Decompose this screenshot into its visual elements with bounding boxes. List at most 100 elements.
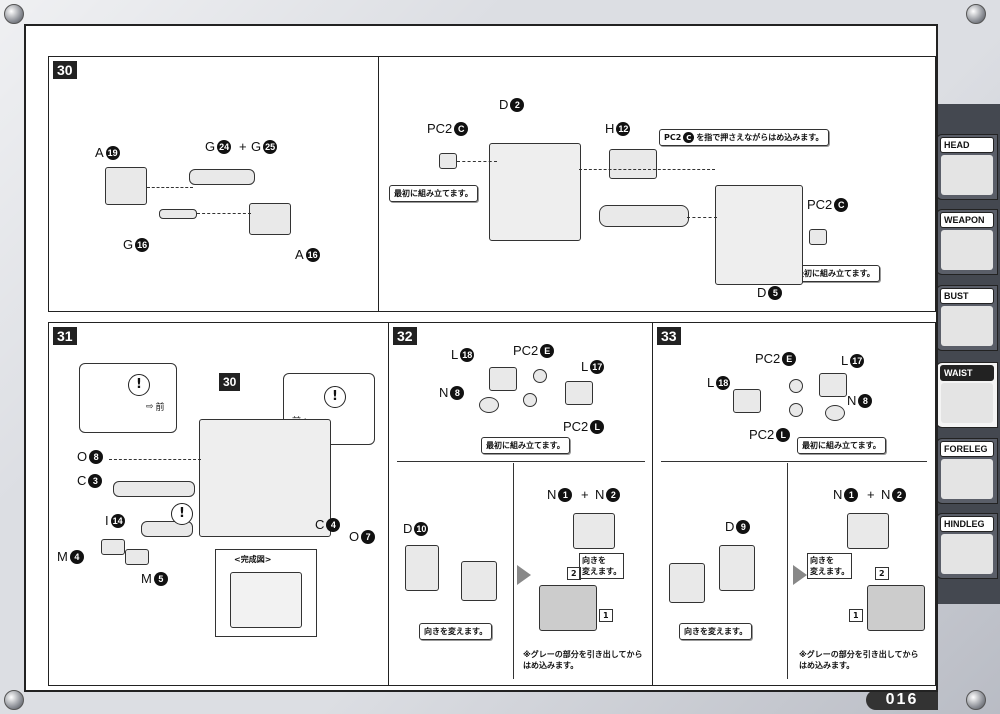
- plus-sign: +: [867, 487, 875, 502]
- hindleg-thumbnail: [941, 534, 993, 574]
- tab-foreleg-label: FORELEG: [940, 441, 994, 457]
- plus-sign: +: [581, 487, 589, 502]
- tab-weapon-label: WEAPON: [940, 212, 994, 228]
- tab-hindleg[interactable]: HINDLEG: [936, 513, 998, 579]
- divider: [513, 463, 514, 679]
- part-n8: [825, 405, 845, 421]
- head-thumbnail: [941, 155, 993, 195]
- guide-line: [579, 169, 715, 170]
- part-i14: [141, 521, 193, 537]
- step-number: 33: [657, 327, 681, 345]
- step-31-panel: 31 ! ⇨ 前 ! 前 ⇦ 30 O8 C3 I14 M4 M5 C4 O7 …: [48, 322, 390, 686]
- tab-foreleg[interactable]: FORELEG: [936, 438, 998, 504]
- part-pc2e: [789, 379, 803, 393]
- exclamation-icon: !: [324, 386, 346, 408]
- corner-screw-icon: [966, 690, 986, 710]
- part-l17: [565, 381, 593, 405]
- turn-label: 向きを 変えます。: [579, 553, 625, 579]
- part-d10-right: [461, 561, 497, 601]
- part-lower-assembly: [539, 585, 597, 631]
- turn-label: 向きを 変えます。: [807, 553, 853, 579]
- divider: [397, 461, 645, 462]
- part-h12: [609, 149, 657, 179]
- corner-screw-icon: [4, 4, 24, 24]
- part-l17: [819, 373, 847, 397]
- tab-weapon[interactable]: WEAPON: [936, 209, 998, 275]
- part-g24-g25: [189, 169, 255, 185]
- part-a16: [249, 203, 291, 235]
- tab-bust[interactable]: BUST: [936, 285, 998, 351]
- part-d5-chassis: [715, 185, 803, 285]
- note-assemble-first: 最初に組み立てます。: [389, 185, 478, 202]
- note-turn-around: 向きを変えます。: [419, 623, 493, 640]
- part-m5: [125, 549, 149, 565]
- order-marker-1: 1: [849, 609, 863, 622]
- corner-screw-icon: [966, 4, 986, 24]
- next-arrow-icon: [793, 565, 807, 585]
- corner-screw-icon: [4, 690, 24, 710]
- part-d10-left: [405, 545, 439, 591]
- assembly-from-step-30: [199, 419, 331, 537]
- part-n8: [479, 397, 499, 413]
- exclamation-icon: !: [128, 374, 150, 396]
- note-turn-around: 向きを変えます。: [679, 623, 753, 640]
- tab-hindleg-label: HINDLEG: [940, 516, 994, 532]
- tab-bust-label: BUST: [940, 288, 994, 304]
- divider: [661, 461, 927, 462]
- part-d9-left: [669, 563, 705, 603]
- step-number: 31: [53, 327, 77, 345]
- note-assemble-first-right: 最初に組み立てます。: [791, 265, 880, 282]
- tab-head[interactable]: HEAD: [936, 134, 998, 200]
- tab-waist-label: WAIST: [940, 365, 994, 381]
- completed-view-image: [230, 572, 302, 628]
- step-number: 30: [53, 61, 77, 79]
- waist-thumbnail: [941, 383, 993, 423]
- exclamation-icon: !: [171, 503, 193, 525]
- part-m4: [101, 539, 125, 555]
- part-pc2l: [523, 393, 537, 407]
- part-pc2e: [533, 369, 547, 383]
- part-weapon-assembly: [599, 205, 689, 227]
- part-l18: [489, 367, 517, 391]
- guide-line: [147, 187, 193, 188]
- guide-line: [457, 161, 497, 162]
- part-d2-chassis: [489, 143, 581, 241]
- tab-waist[interactable]: WAIST: [936, 362, 998, 428]
- part-pc2c-cap: [439, 153, 457, 169]
- gray-part-note: ※グレーの部分を引き出してから はめ込みます。: [523, 650, 643, 670]
- plus-sign: +: [239, 139, 247, 154]
- part-a19: [105, 167, 147, 205]
- part-g16-shaft: [159, 209, 197, 219]
- part-d9-right: [719, 545, 755, 591]
- order-marker-2: 2: [567, 567, 581, 580]
- guide-line: [687, 217, 717, 218]
- foreleg-thumbnail: [941, 459, 993, 499]
- tab-head-label: HEAD: [940, 137, 994, 153]
